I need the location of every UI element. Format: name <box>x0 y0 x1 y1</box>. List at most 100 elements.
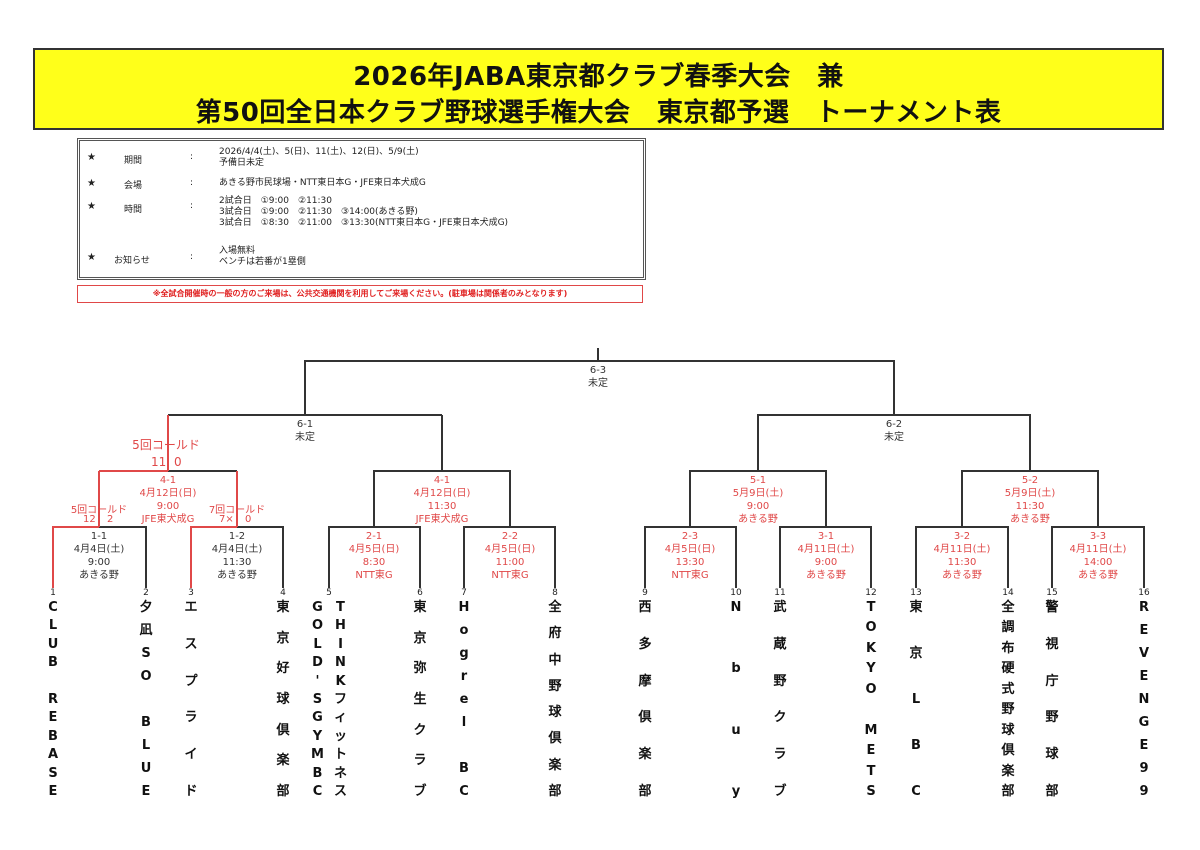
match-id: 2-2 <box>501 531 519 542</box>
team-number: 4 <box>280 588 286 598</box>
match-6-1: 6-1 未定 <box>295 418 315 444</box>
match-date: 4月4日(土) <box>73 544 125 555</box>
match-id: 5-2 <box>1021 475 1039 486</box>
match-id: 6-3 <box>589 365 607 376</box>
info-values-venue: あきる野市民球場・NTT東日本G・JFE東日本犬成G <box>219 178 426 189</box>
match-status: 未定 <box>884 432 904 443</box>
match-venue: JFE東犬成G <box>415 514 469 525</box>
team-name: 東京弥生クラブ <box>413 600 427 799</box>
team-name: 西多摩倶楽部 <box>638 600 652 799</box>
info-line: 2026/4/4(土)、5(日)、11(土)、12(日)、5/9(土) <box>219 147 419 157</box>
result-note-4-1-a: 5回コールド <box>132 438 200 452</box>
team-number: 8 <box>552 588 558 598</box>
team-number: 6 <box>417 588 423 598</box>
match-3-3: 3-3 4月11日(土) 14:00 あきる野 <box>1070 530 1127 582</box>
team-number: 12 <box>865 588 877 598</box>
match-venue: あきる野 <box>806 570 846 581</box>
star-icon: ★ <box>87 201 96 212</box>
team-number: 13 <box>910 588 922 598</box>
match-venue: NTT東G <box>671 570 709 581</box>
match-status: 未定 <box>295 432 315 443</box>
info-box: ★ 期間 : 2026/4/4(土)、5(日)、11(土)、12(日)、5/9(… <box>77 138 646 280</box>
match-3-2: 3-2 4月11日(土) 11:30 あきる野 <box>934 530 991 582</box>
team-number: 14 <box>1002 588 1014 598</box>
match-venue: あきる野 <box>942 570 982 581</box>
match-id: 1-2 <box>228 531 246 542</box>
star-icon: ★ <box>87 252 96 263</box>
info-label-notice: お知らせ <box>114 256 150 266</box>
match-date: 4月11日(土) <box>1069 544 1127 555</box>
match-venue: あきる野 <box>79 570 119 581</box>
info-label-period: 期間 <box>124 156 143 166</box>
match-6-3: 6-3 未定 <box>588 364 608 390</box>
match-time: 11:30 <box>427 501 457 512</box>
score-left-1-2: 7× <box>219 514 234 525</box>
match-4-1-a: 4-1 4月12日(日) 9:00 JFE東犬成G <box>140 474 197 526</box>
match-id: 2-1 <box>365 531 383 542</box>
match-4-1-b: 4-1 4月12日(日) 11:30 JFE東犬成G <box>414 474 471 526</box>
match-time: 13:30 <box>675 557 705 568</box>
match-2-1: 2-1 4月5日(日) 8:30 NTT東G <box>349 530 400 582</box>
star-icon: ★ <box>87 178 96 189</box>
match-venue: あきる野 <box>1010 514 1050 525</box>
info-colon: : <box>190 178 194 188</box>
match-venue: あきる野 <box>1078 570 1118 581</box>
title-banner: 2026年JABA東京都クラブ春季大会 兼 第50回全日本クラブ野球選手権大会 … <box>33 48 1164 130</box>
info-line: 3試合日 ①8:30 ②11:00 ③13:30(NTT東日本G・JFE東日本犬… <box>219 218 509 228</box>
info-line: 2試合日 ①9:00 ②11:30 <box>219 196 333 206</box>
info-line: あきる野市民球場・NTT東日本G・JFE東日本犬成G <box>219 178 426 188</box>
match-3-1: 3-1 4月11日(土) 9:00 あきる野 <box>798 530 855 582</box>
match-venue: NTT東G <box>491 570 529 581</box>
match-venue: あきる野 <box>217 570 257 581</box>
match-venue: あきる野 <box>738 514 778 525</box>
info-label-time: 時間 <box>124 205 143 215</box>
match-date: 5月9日(土) <box>732 488 784 499</box>
team-number: 10 <box>730 588 742 598</box>
team-name: 警視庁野球部 <box>1045 600 1059 799</box>
team-number: 11 <box>774 588 786 598</box>
team-name: 全府中野球倶楽部 <box>548 600 562 799</box>
info-label-venue: 会場 <box>124 181 143 191</box>
match-date: 4月12日(日) <box>413 488 471 499</box>
transport-notice: ※全試合開催時の一般の方のご来場は、公共交通機関を利用してご来場ください。(駐車… <box>77 285 643 303</box>
team-name: 全調布硬式野球倶楽部 <box>1001 600 1015 799</box>
match-date: 5月9日(土) <box>1004 488 1056 499</box>
info-line: ベンチは若番が1塁側 <box>219 257 306 267</box>
star-icon: ★ <box>87 152 96 163</box>
match-date: 4月5日(日) <box>484 544 536 555</box>
team-number: 15 <box>1046 588 1058 598</box>
info-colon: : <box>190 152 194 162</box>
info-values-period: 2026/4/4(土)、5(日)、11(土)、12(日)、5/9(土) 予備日未… <box>219 147 419 169</box>
team-name: 東京好球倶楽部 <box>276 600 290 799</box>
score-right-4-1-a: 0 <box>174 455 182 469</box>
info-colon: : <box>190 252 194 262</box>
match-2-3: 2-3 4月5日(日) 13:30 NTT東G <box>665 530 716 582</box>
score-left-1-1: 12 <box>83 514 96 525</box>
match-1-2: 1-2 4月4日(土) 11:30 あきる野 <box>212 530 263 582</box>
match-status: 未定 <box>588 378 608 389</box>
match-time: 11:00 <box>495 557 525 568</box>
match-id: 6-2 <box>885 419 903 430</box>
match-time: 9:00 <box>814 557 838 568</box>
match-time: 9:00 <box>746 501 770 512</box>
match-id: 4-1 <box>433 475 451 486</box>
team-name: 武蔵野クラブ <box>773 600 787 799</box>
match-id: 1-1 <box>90 531 108 542</box>
match-id: 2-3 <box>681 531 699 542</box>
team-name: エスプライド <box>184 600 198 799</box>
match-time: 11:30 <box>1015 501 1045 512</box>
match-2-2: 2-2 4月5日(日) 11:00 NTT東G <box>485 530 536 582</box>
team-number: 5 <box>326 588 332 598</box>
team-number: 7 <box>461 588 467 598</box>
match-1-1: 1-1 4月4日(土) 9:00 あきる野 <box>74 530 125 582</box>
match-id: 3-2 <box>953 531 971 542</box>
team-number: 1 <box>50 588 56 598</box>
result-note-1-2: 7回コールド <box>208 505 266 516</box>
match-date: 4月11日(土) <box>933 544 991 555</box>
